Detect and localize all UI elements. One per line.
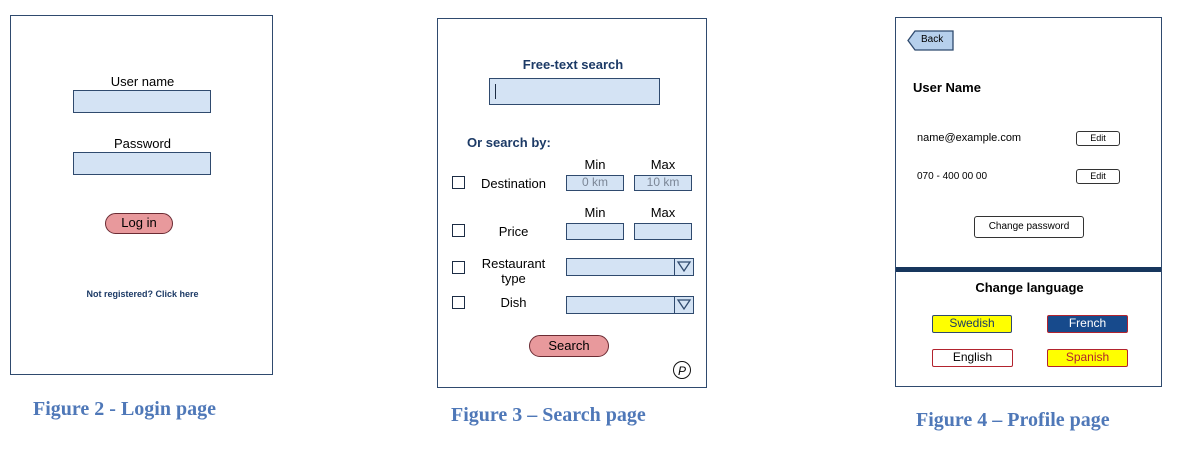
search-by-label: Or search by: (467, 135, 551, 150)
price-max-input[interactable] (634, 223, 692, 240)
language-english-button[interactable]: English (932, 349, 1013, 367)
back-button[interactable]: Back (907, 30, 954, 51)
register-link[interactable]: Not registered? Click here (86, 289, 199, 299)
dish-checkbox[interactable] (452, 296, 465, 309)
restaurant-type-checkbox[interactable] (452, 261, 465, 274)
price-max-header: Max (650, 205, 676, 220)
login-button[interactable]: Log in (105, 213, 173, 234)
phone-text: 070 - 400 00 00 (917, 171, 988, 182)
search-page-frame: Free-text search Or search by: Min Max D… (437, 18, 707, 388)
restaurant-type-dropdown[interactable] (566, 258, 694, 276)
destination-max-input[interactable]: 10 km (634, 175, 692, 191)
username-label: User name (110, 74, 175, 89)
password-input[interactable] (73, 152, 211, 175)
destination-label: Destination (480, 176, 547, 191)
change-password-button[interactable]: Change password (974, 216, 1084, 238)
dish-dropdown[interactable] (566, 296, 694, 314)
price-checkbox[interactable] (452, 224, 465, 237)
restaurant-type-label: Restaurant type (481, 256, 546, 286)
edit-email-button[interactable]: Edit (1076, 131, 1120, 146)
profile-caption: Figure 4 – Profile page (916, 409, 1110, 431)
price-min-input[interactable] (566, 223, 624, 240)
free-text-search-title: Free-text search (522, 57, 624, 72)
edit-phone-button[interactable]: Edit (1076, 169, 1120, 184)
password-label: Password (113, 136, 172, 151)
username-input[interactable] (73, 90, 211, 113)
dropdown-arrow-icon[interactable] (674, 259, 693, 275)
free-text-search-input[interactable] (489, 78, 660, 105)
language-swedish-button[interactable]: Swedish (932, 315, 1012, 333)
price-min-header: Min (584, 205, 606, 220)
text-cursor (495, 84, 496, 99)
language-spanish-button[interactable]: Spanish (1047, 349, 1128, 367)
back-label: Back (921, 34, 944, 45)
dropdown-arrow-icon[interactable] (674, 297, 693, 313)
section-divider (896, 267, 1161, 272)
login-caption: Figure 2 - Login page (33, 398, 216, 420)
search-caption: Figure 3 – Search page (451, 404, 646, 426)
change-language-heading: Change language (975, 280, 1084, 295)
destination-checkbox[interactable] (452, 176, 465, 189)
destination-min-header: Min (584, 157, 606, 172)
dish-label: Dish (500, 295, 527, 310)
price-label: Price (498, 224, 529, 239)
search-button[interactable]: Search (529, 335, 609, 357)
destination-max-header: Max (650, 157, 676, 172)
user-name-heading: User Name (913, 80, 981, 95)
p-badge-icon[interactable]: P (673, 361, 691, 379)
profile-page-frame: Back User Name name@example.com Edit 070… (895, 17, 1162, 387)
language-french-button[interactable]: French (1047, 315, 1128, 333)
back-arrow-shape (907, 30, 954, 51)
login-page-frame: User name Password Log in Not registered… (10, 15, 273, 375)
destination-min-input[interactable]: 0 km (566, 175, 624, 191)
email-text: name@example.com (917, 132, 1022, 144)
